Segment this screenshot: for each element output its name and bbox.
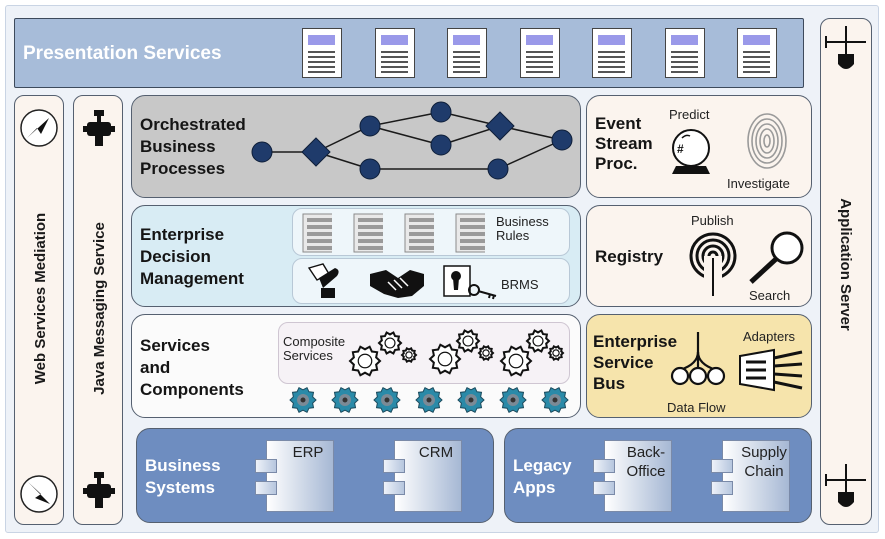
java-messaging-service-bar <box>73 95 123 525</box>
presentation-services-title: Presentation Services <box>23 43 222 64</box>
crm-component: CRM <box>383 440 462 512</box>
application-server-label: Application Server <box>837 198 854 331</box>
search-label: Search <box>749 288 791 303</box>
investigate-label: Investigate <box>727 176 790 191</box>
process-node <box>251 141 273 163</box>
document-icon <box>592 28 632 78</box>
document-icon <box>664 28 705 78</box>
java-messaging-service-label: Java Messaging Service <box>91 222 108 395</box>
magnifier-icon <box>749 231 804 284</box>
crystal-ball-icon: # <box>672 129 710 174</box>
rule-server-icon <box>302 213 332 253</box>
document-icon <box>447 28 487 78</box>
back-office-component: Back-Office <box>593 440 672 512</box>
arrow-up-right-icon <box>20 109 58 147</box>
rule-server-icon <box>455 213 485 253</box>
document-icon <box>737 28 777 78</box>
data-flow-icon <box>670 332 726 386</box>
crm-label: CRM <box>418 444 454 461</box>
decision-gateway <box>485 111 515 141</box>
rule-server-icon <box>353 213 383 253</box>
message-valve-icon <box>83 472 115 508</box>
server-plug-icon <box>825 26 866 69</box>
adapters-icon <box>739 348 803 392</box>
predict-label: Predict <box>669 107 710 122</box>
process-node <box>430 101 452 123</box>
document-icon <box>519 28 560 78</box>
arrow-down-right-icon <box>20 475 58 513</box>
brms-label: BRMS <box>501 277 539 292</box>
process-node <box>430 134 452 156</box>
publish-label: Publish <box>691 213 734 228</box>
process-node <box>359 115 381 137</box>
server-plug-icon <box>825 464 866 507</box>
decision-gateway <box>301 137 331 167</box>
application-server-bar <box>820 18 872 525</box>
data-flow-label: Data Flow <box>667 400 726 415</box>
document-icon <box>302 28 342 78</box>
registry-title: Registry <box>595 247 664 266</box>
adapters-label: Adapters <box>743 329 796 344</box>
process-node <box>359 158 381 180</box>
message-valve-icon <box>83 110 115 146</box>
brms-group: BRMS <box>292 258 570 304</box>
fingerprint-icon <box>747 113 787 169</box>
web-services-mediation-label: Web Services Mediation <box>32 212 49 385</box>
svg-text:#: # <box>677 142 684 156</box>
process-node <box>551 129 573 151</box>
erp-label: ERP <box>292 444 324 461</box>
broadcast-antenna-icon <box>689 232 737 296</box>
composite-gears <box>348 329 565 377</box>
handshake-icon <box>370 270 424 298</box>
document-icon <box>374 28 415 78</box>
quill-pen-icon <box>307 263 339 298</box>
keyhole-key-icon <box>443 265 497 300</box>
component-gears <box>289 386 569 414</box>
rule-server-icon <box>404 213 434 253</box>
web-services-mediation-bar <box>14 95 64 525</box>
process-node <box>487 158 509 180</box>
erp-component: ERP <box>255 440 334 512</box>
process-flow-graph <box>251 101 573 180</box>
back-office-label: Back-Office <box>626 444 666 480</box>
